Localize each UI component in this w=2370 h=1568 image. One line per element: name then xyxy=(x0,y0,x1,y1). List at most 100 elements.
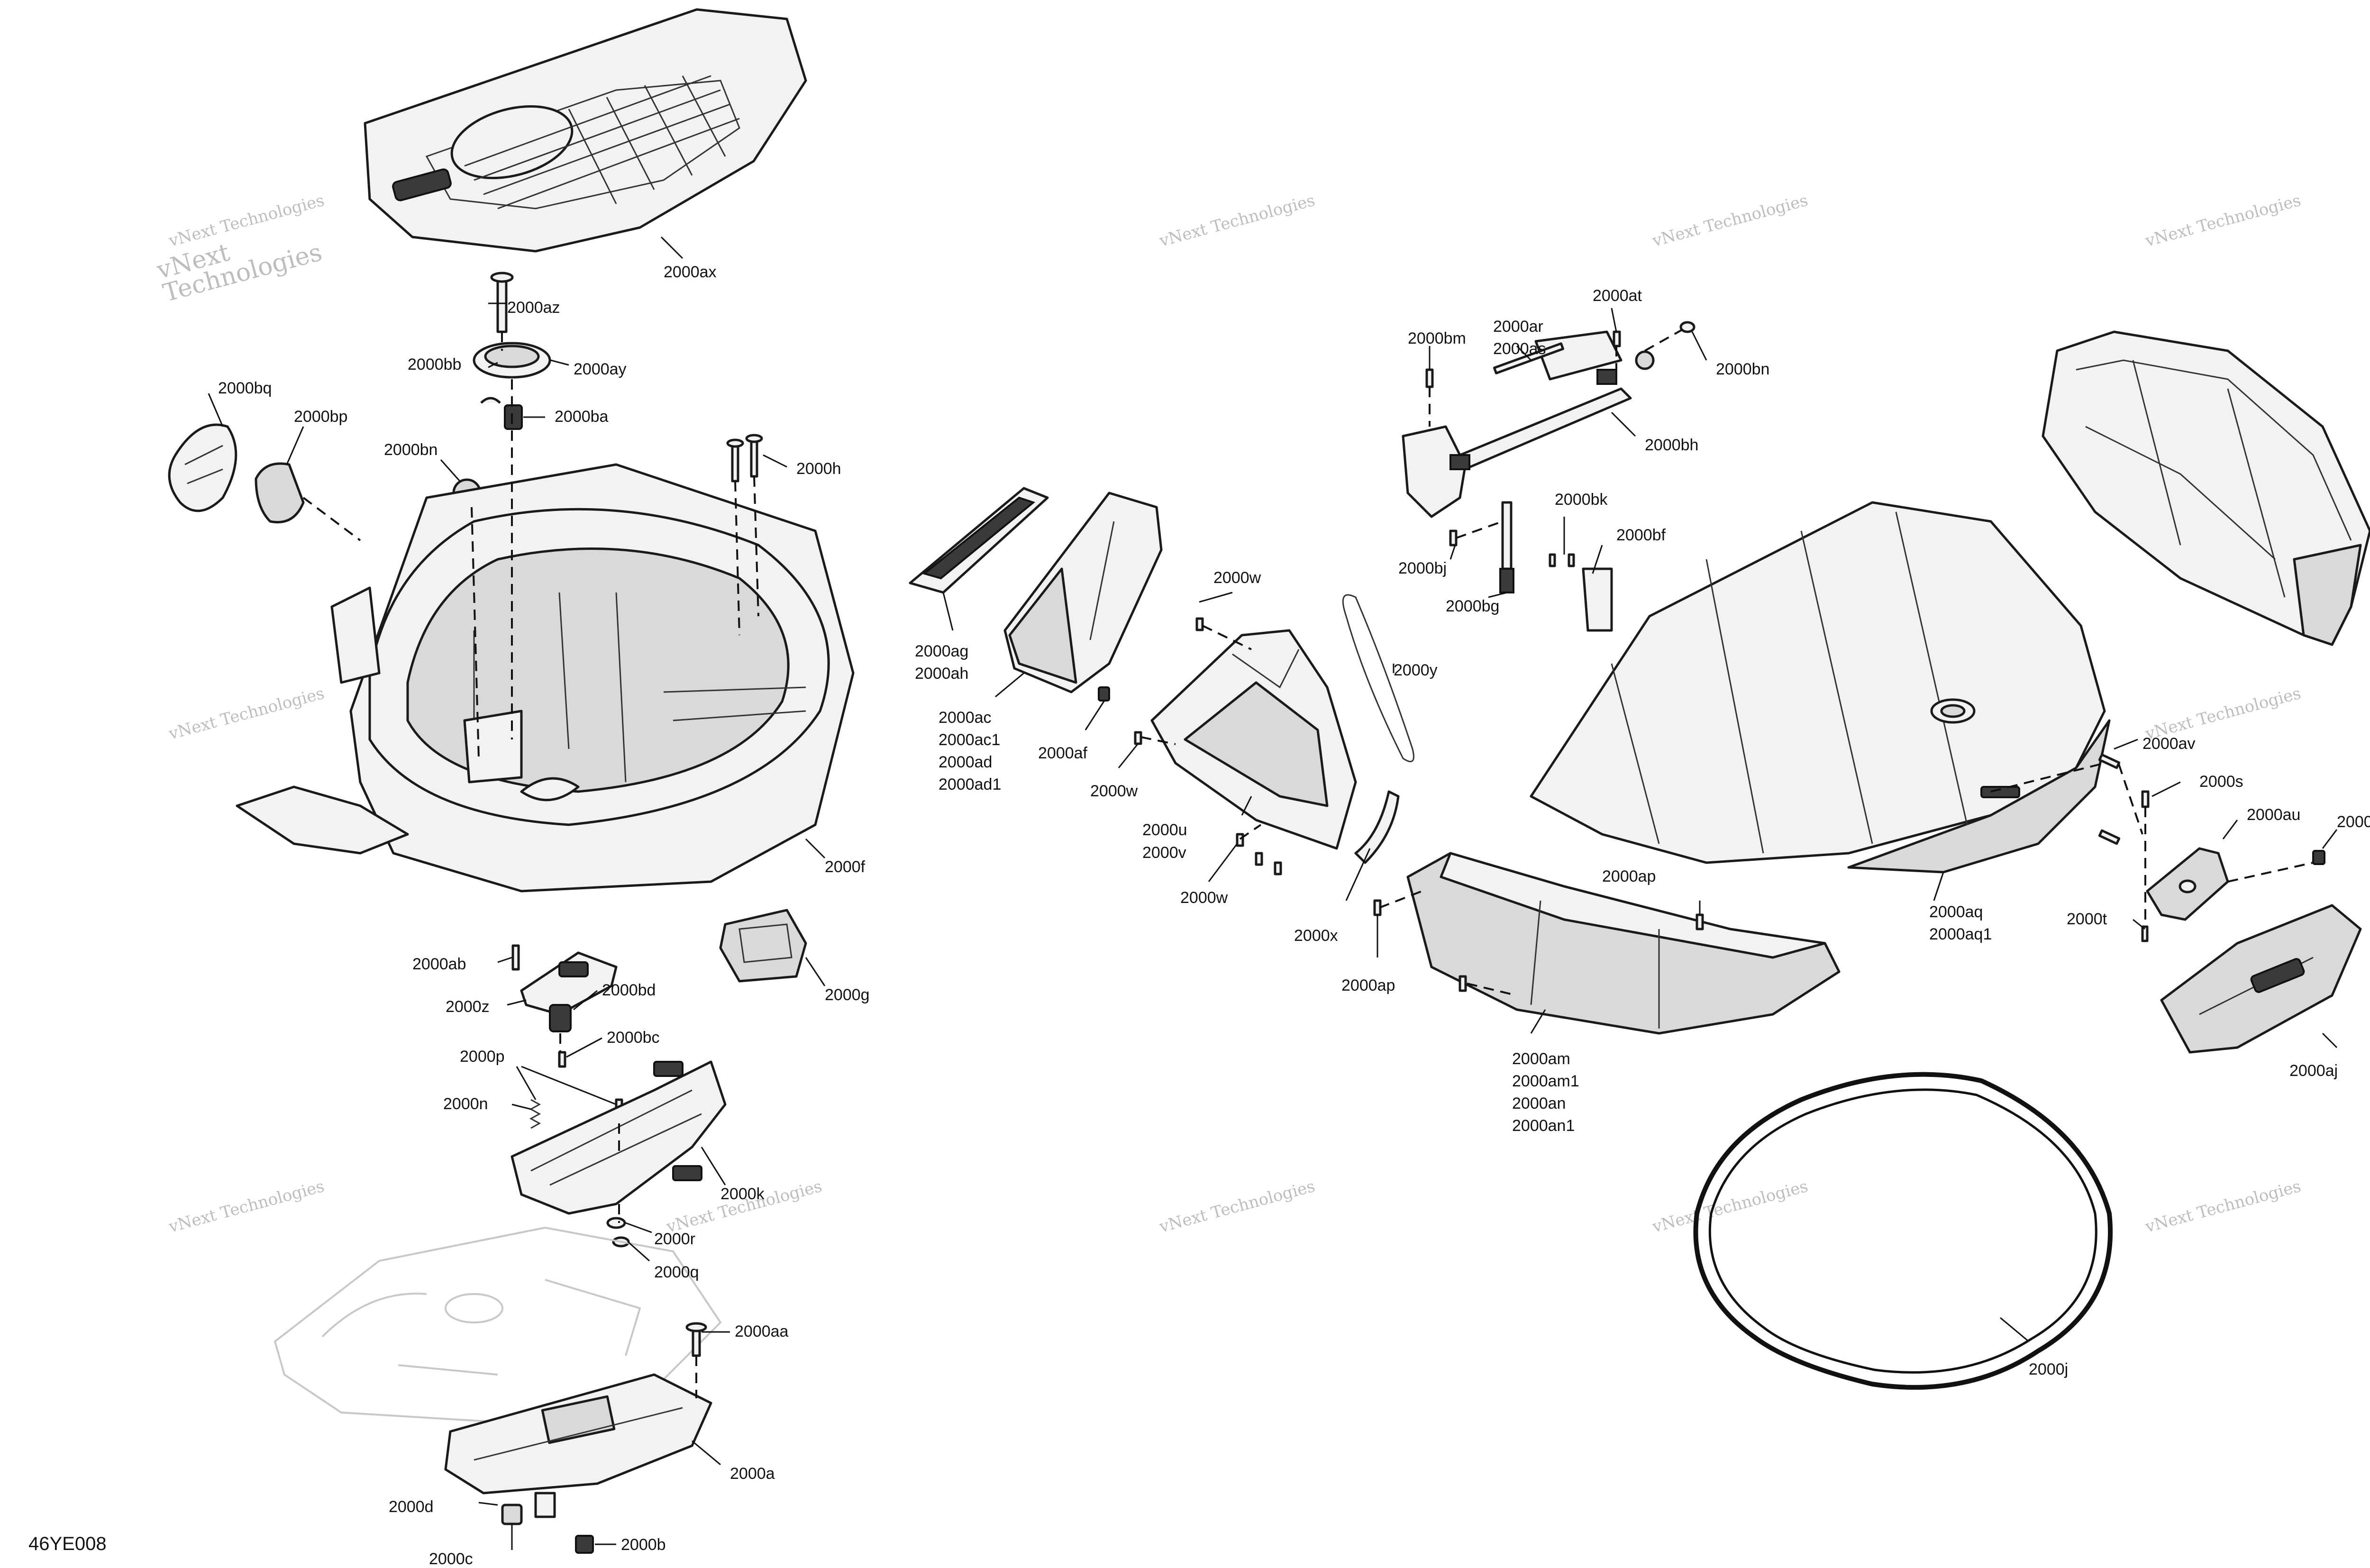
part-2000z-bracket[interactable] xyxy=(520,951,618,1016)
part-2000b-clip[interactable] xyxy=(575,1535,594,1554)
callout-2000w-top: 2000w xyxy=(1213,569,1261,587)
dashed-assembly-lines xyxy=(302,328,2314,1398)
svg-text:vNext Technologies: vNext Technologies xyxy=(1157,191,1317,251)
part-2000aa-screw[interactable] xyxy=(685,1322,707,1357)
part-2000c-nut[interactable] xyxy=(501,1504,523,1525)
part-2000s-screw[interactable] xyxy=(2141,790,2150,808)
part-2000x-bracket[interactable] xyxy=(1354,790,1400,864)
part-2000az-screw[interactable] xyxy=(490,272,514,333)
part-2000r-washer[interactable] xyxy=(606,1217,626,1229)
part-2000ay-cap[interactable] xyxy=(473,342,551,379)
part-2000at-screw[interactable] xyxy=(1613,330,1621,347)
lid-liner-frame[interactable] xyxy=(2042,330,2370,646)
watermark: vNext Technologies xyxy=(2143,1177,2303,1237)
part-2000ba-grommet[interactable] xyxy=(504,404,523,430)
part-2000f-storage-bin[interactable] xyxy=(236,463,855,893)
part-2000ab-screw[interactable] xyxy=(511,944,520,971)
callout-2000bn-right: 2000bn xyxy=(1716,360,1769,378)
watermark: vNext Technologies xyxy=(166,684,327,744)
callout-2000bq: 2000bq xyxy=(218,379,272,397)
part-2000g-latch-housing[interactable] xyxy=(719,909,807,983)
callout-2000bk: 2000bk xyxy=(1555,491,1608,509)
part-2000k-latch-bracket[interactable] xyxy=(510,1060,727,1215)
part-2000j-seal[interactable] xyxy=(1693,1072,2113,1390)
part-2000ac-side-panel[interactable] xyxy=(1003,492,1163,693)
svg-text:vNext Technologies: vNext Technologies xyxy=(1650,1177,1810,1237)
hull-deck-reference xyxy=(273,1226,722,1423)
part-2000bk-screws[interactable] xyxy=(1549,553,1575,567)
callout-2000h: 2000h xyxy=(796,460,841,478)
svg-text:vNext Technologies: vNext Technologies xyxy=(166,684,327,744)
callout-2000t: 2000t xyxy=(2067,910,2107,928)
part-2000y-strap[interactable] xyxy=(1342,594,1414,763)
callout-2000bc: 2000bc xyxy=(607,1029,660,1047)
callout-2000am1: 2000am1 xyxy=(1512,1072,1579,1090)
callout-2000v: 2000v xyxy=(1142,844,1186,862)
callout-2000ag: 2000ag xyxy=(915,642,968,660)
part-2000au-latch[interactable] xyxy=(2146,847,2229,921)
part-2000h-screws[interactable] xyxy=(726,434,763,483)
part-2000n-spring[interactable] xyxy=(529,1099,541,1129)
callout-2000w-bottom: 2000w xyxy=(1180,889,1228,907)
part-2000ag-mesh-panel[interactable] xyxy=(909,487,1049,594)
watermark: vNext Technologies xyxy=(2143,191,2303,251)
callout-2000bf: 2000bf xyxy=(1616,526,1666,544)
callout-2000c: 2000c xyxy=(429,1550,473,1568)
callout-2000bp: 2000bp xyxy=(294,408,347,426)
part-2000w-screws[interactable] xyxy=(1134,617,1282,875)
part-2000a-mounting-plate[interactable] xyxy=(444,1373,712,1518)
part-2000am-front-cover[interactable] xyxy=(1406,852,1841,1035)
callout-2000aq1: 2000aq1 xyxy=(1929,925,1992,943)
part-2000bn-plug-right[interactable] xyxy=(1635,321,1695,370)
callout-2000s: 2000s xyxy=(2199,773,2243,791)
callout-2000at: 2000at xyxy=(1593,287,1642,305)
callout-2000av: 2000av xyxy=(2142,735,2196,753)
svg-text:vNext Technologies: vNext Technologies xyxy=(2143,1177,2303,1237)
svg-text:vNext Technologies: vNext Technologies xyxy=(166,1177,327,1237)
part-2000bc-bolt[interactable] xyxy=(558,1051,566,1068)
leader-lines xyxy=(208,236,2338,1550)
part-2000bg-gas-strut[interactable] xyxy=(1499,501,1514,593)
callout-2000x: 2000x xyxy=(1294,927,1338,945)
part-2000t-screw[interactable] xyxy=(2141,925,2149,942)
part-2000aq-lid[interactable] xyxy=(1530,501,2111,874)
callout-2000bj: 2000bj xyxy=(1398,559,1447,577)
callout-2000n: 2000n xyxy=(443,1095,488,1113)
callout-2000ar: 2000ar xyxy=(1493,318,1543,336)
callout-2000p: 2000p xyxy=(460,1048,505,1066)
callout-2000aa: 2000aa xyxy=(735,1322,789,1340)
part-2000av-pins[interactable] xyxy=(2098,753,2121,845)
part-2000bp-light[interactable] xyxy=(255,462,305,524)
part-2000ak-screw[interactable] xyxy=(2312,850,2325,865)
callout-2000bb: 2000bb xyxy=(408,356,461,374)
callout-2000d: 2000d xyxy=(389,1498,434,1516)
part-2000bf-bracket[interactable] xyxy=(1582,567,1613,632)
part-2000bq-light-cover[interactable] xyxy=(168,423,237,512)
watermark: vNext Technologies xyxy=(1650,191,1810,251)
svg-text:vNext Technologies: vNext Technologies xyxy=(1157,1177,1317,1237)
callout-2000am: 2000am xyxy=(1512,1050,1570,1068)
watermark: vNext Technologies xyxy=(1157,191,1317,251)
callout-2000ay: 2000ay xyxy=(574,360,627,378)
callout-2000z: 2000z xyxy=(446,998,490,1016)
callout-2000q: 2000q xyxy=(654,1263,699,1281)
part-2000bm-screw[interactable] xyxy=(1425,368,1434,388)
callout-2000bm: 2000bm xyxy=(1408,329,1466,347)
part-2000aj-handle-cover[interactable] xyxy=(2160,904,2362,1054)
part-2000bb-clip[interactable] xyxy=(480,397,501,404)
callout-2000aq: 2000aq xyxy=(1929,903,1983,921)
callout-2000bn: 2000bn xyxy=(384,441,438,459)
watermark: vNext Technologies xyxy=(166,1177,327,1237)
callout-2000bd: 2000bd xyxy=(602,981,656,999)
part-2000ax-storage-mat[interactable] xyxy=(364,8,807,253)
part-2000u-inner-cover[interactable] xyxy=(1150,629,1357,850)
callout-2000k: 2000k xyxy=(720,1185,765,1203)
part-2000bd-buffer[interactable] xyxy=(549,1004,572,1032)
callout-2000j: 2000j xyxy=(2029,1360,2068,1378)
part-2000bj-screw[interactable] xyxy=(1449,529,1458,547)
callout-2000as: 2000as xyxy=(1493,340,1546,358)
mat-grid-pattern xyxy=(464,75,740,210)
part-2000bh-hinge[interactable] xyxy=(1402,330,1632,518)
part-2000af-screw[interactable] xyxy=(1098,686,1110,702)
